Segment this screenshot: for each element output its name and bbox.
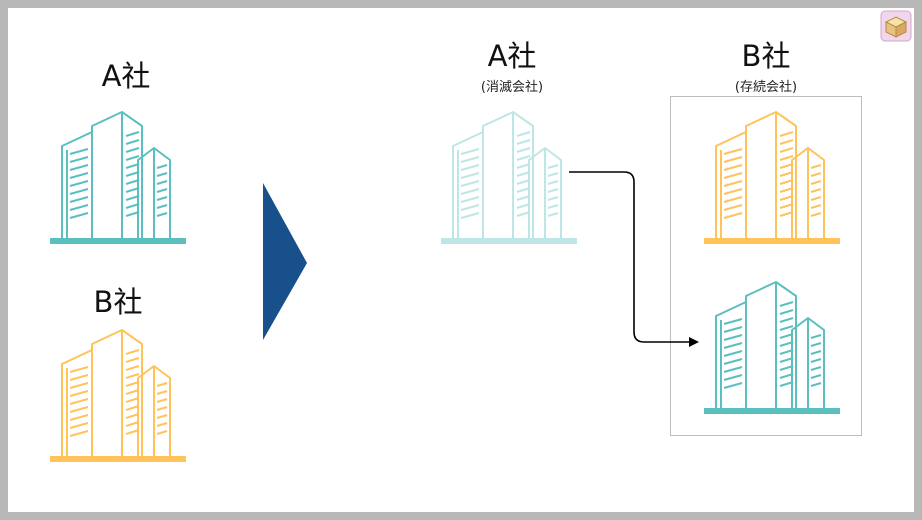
left-company-b-label: B社 <box>93 285 143 319</box>
triangle-arrow-icon <box>263 183 307 340</box>
left-company-a-label: A社 <box>101 59 151 93</box>
dissolved-company-note: (消滅会社) <box>480 80 544 95</box>
diagram-stage: A社 B社 A社 (消滅会社) B社 (存続会社) <box>8 8 914 512</box>
building-icon <box>50 329 186 462</box>
building-icon <box>50 111 186 244</box>
right-company-b-label: B社 <box>741 39 791 73</box>
merge-connector-arrow <box>569 171 699 347</box>
right-company-a-label: A社 <box>487 39 537 73</box>
box-icon <box>880 10 912 42</box>
surviving-company-box <box>670 96 862 436</box>
building-icon <box>704 111 840 244</box>
building-icon <box>704 281 840 414</box>
building-icon <box>441 111 577 244</box>
surviving-company-note: (存続会社) <box>734 80 798 95</box>
